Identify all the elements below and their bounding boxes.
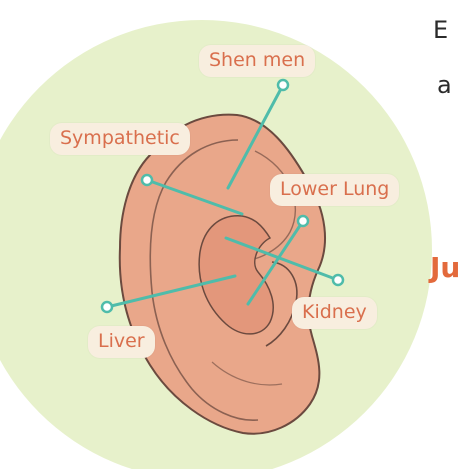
label-liver: Liver xyxy=(88,326,155,358)
label-lower-lung: Lower Lung xyxy=(270,174,399,206)
white-cutout xyxy=(420,330,466,469)
dot-shen-men xyxy=(278,80,288,90)
side-text-line2: a xyxy=(437,73,452,97)
label-shen-men: Shen men xyxy=(199,45,315,77)
side-accent-text: Ju xyxy=(430,254,460,282)
dot-liver xyxy=(102,302,112,312)
side-text-line1: E xyxy=(433,18,448,42)
dot-sympathetic xyxy=(142,175,152,185)
label-sympathetic: Sympathetic xyxy=(50,123,190,155)
dot-lower-lung xyxy=(298,216,308,226)
dot-kidney xyxy=(333,275,343,285)
label-kidney: Kidney xyxy=(292,297,377,329)
